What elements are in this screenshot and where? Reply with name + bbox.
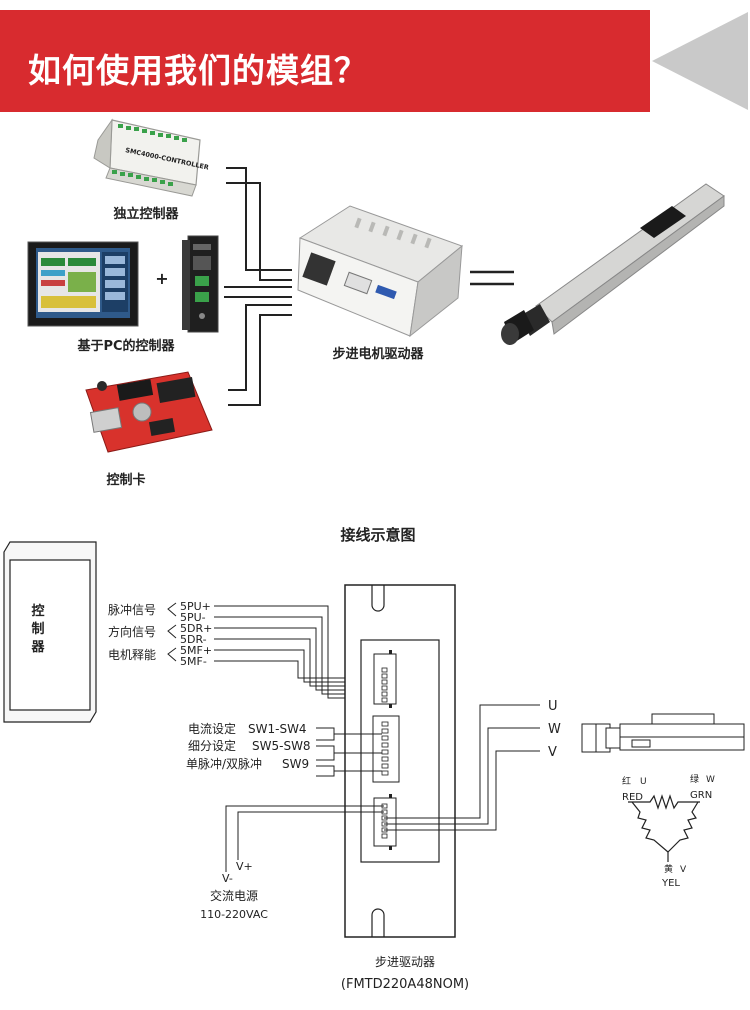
phase-green-cn: 绿 xyxy=(690,773,699,785)
switch-current-setting: 电流设定 xyxy=(188,721,236,736)
motor-output-v: V xyxy=(548,745,557,760)
phase-resistor-triangle xyxy=(628,794,700,862)
motor-wires xyxy=(384,704,540,831)
phase-red-cn: 红 xyxy=(622,775,631,787)
driver-label: 步进驱动器 xyxy=(375,955,435,969)
stepper-driver-image xyxy=(297,205,464,338)
phase-red-letter: U xyxy=(640,777,647,787)
signal-terminal-block xyxy=(373,650,397,708)
plus-sign: + xyxy=(155,269,168,288)
header-banner xyxy=(0,10,750,112)
control-card-label: 控制卡 xyxy=(106,472,145,488)
pin-5mf-plus: 5MF+ xyxy=(180,644,212,657)
motor-output-w: W xyxy=(548,722,561,737)
controller-box xyxy=(3,541,97,723)
switch-pulse-range: SW9 xyxy=(282,757,309,771)
equals-icon xyxy=(470,270,514,286)
phase-yellow-cn: 黄 xyxy=(664,863,673,875)
power-terminal-block xyxy=(373,794,397,850)
linear-module-drawing xyxy=(581,713,745,753)
page-title: 如何使用我们的模组？ xyxy=(28,51,368,90)
signal-name-pulse: 脉冲信号 xyxy=(108,602,156,617)
switch-current-range: SW1-SW4 xyxy=(248,722,307,736)
phase-green-en: GRN xyxy=(690,790,712,801)
standalone-controller-label: 独立控制器 xyxy=(113,206,179,222)
controller-connection-lines xyxy=(224,167,292,406)
power-label: 交流电源 xyxy=(210,888,258,903)
pc-monitor-image xyxy=(27,241,139,327)
signal-name-enable: 电机释能 xyxy=(108,648,156,662)
motor-output-u: U xyxy=(548,699,558,714)
phase-yellow-letter: V xyxy=(680,865,687,875)
phase-yellow-en: YEL xyxy=(661,878,680,889)
power-wires xyxy=(225,805,384,872)
stepper-driver-label: 步进电机驱动器 xyxy=(332,346,424,362)
phase-coil-diagram: 红 U RED 绿 W GRN 黄 V YEL xyxy=(622,773,715,889)
controller-label-char-1: 控 xyxy=(31,603,44,619)
phase-red-en: RED xyxy=(622,792,643,803)
power-range: 110-220VAC xyxy=(200,908,268,921)
pin-5pu-plus: 5PU+ xyxy=(180,600,211,613)
controller-label-char-3: 器 xyxy=(30,640,45,655)
signal-brackets xyxy=(167,602,177,662)
driver-body xyxy=(344,584,456,938)
signal-pin-labels: 5PU+ 5PU- 5DR+ 5DR- 5MF+ 5MF- xyxy=(180,600,212,668)
pc-tower-image xyxy=(182,235,219,333)
pin-5dr-plus: 5DR+ xyxy=(180,622,212,635)
switch-brackets xyxy=(316,727,382,777)
switch-microstep-setting: 细分设定 xyxy=(188,738,236,753)
driver-model: (FMTD220A48NOM) xyxy=(341,977,469,992)
control-card-image xyxy=(85,371,213,453)
phase-green-letter: W xyxy=(706,775,715,785)
controller-label-char-2: 制 xyxy=(31,621,44,637)
triangle-arrow-icon xyxy=(652,12,748,110)
standalone-controller-image: SMC4000-CONTROLLER xyxy=(93,118,210,197)
switch-pulse-mode: 单脉冲/双脉冲 xyxy=(186,756,262,771)
pc-controller-label: 基于PC的控制器 xyxy=(76,338,175,354)
banner-graphic xyxy=(0,10,750,112)
power-v-plus: V+ xyxy=(236,860,253,873)
wiring-title: 接线示意图 xyxy=(340,526,415,544)
pin-5mf-minus: 5MF- xyxy=(180,655,207,668)
linear-module-image xyxy=(501,183,725,345)
banner-background xyxy=(0,10,750,112)
switch-microstep-range: SW5-SW8 xyxy=(252,739,311,753)
pin-5dr-minus: 5DR- xyxy=(180,633,207,646)
dip-switch-block xyxy=(372,715,400,783)
signal-name-direction: 方向信号 xyxy=(108,624,156,639)
pin-5pu-minus: 5PU- xyxy=(180,611,206,624)
power-v-minus: V- xyxy=(222,872,233,885)
